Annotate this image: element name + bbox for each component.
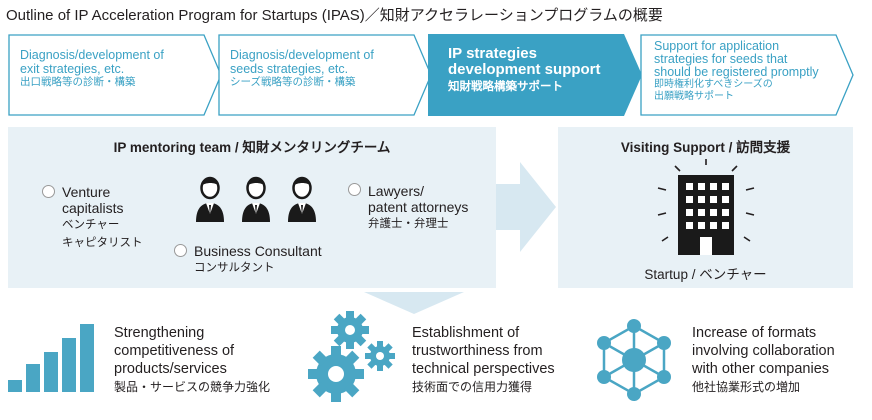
right-arrow-icon — [496, 162, 556, 252]
step-label: IP strategies — [448, 45, 537, 62]
outcome-label: with other companies — [692, 361, 830, 377]
lawyers-patent-attorneys: Lawyers/ patent attorneys 弁護士・弁理士 — [368, 183, 468, 233]
consultant-label: Business Consultant — [194, 243, 322, 259]
lawyers-label: Lawyers/ — [368, 183, 425, 199]
step-label-jp: 即時権利化すべきシーズの — [654, 79, 773, 90]
outcome-label: Increase of formats — [692, 325, 817, 341]
mentoring-team-title: IP mentoring team / 知財メンタリングチーム — [113, 140, 391, 155]
step-exit-strategies: Diagnosis/development of exit strategies… — [8, 34, 223, 116]
venture-capitalists: Venture capitalists ベンチャー キャピタリスト — [62, 184, 143, 252]
lawyers-label-jp: 弁護士・弁理士 — [368, 218, 449, 230]
step-label: strategies for seeds that — [654, 52, 788, 66]
outcome-label: trustworthiness from — [412, 343, 543, 359]
bullet-icon — [174, 244, 187, 257]
chevron-outline — [218, 34, 432, 116]
vc-label: capitalists — [62, 200, 124, 216]
outcome-label: Establishment of — [412, 325, 520, 341]
outcome-label: involving collaboration — [692, 343, 835, 359]
chevron-outline — [640, 34, 854, 116]
chevron-filled — [428, 34, 642, 116]
outcome-collaboration: Increase of formats involving collaborat… — [692, 324, 835, 396]
step-label-jp: 出口戦略等の診断・構築 — [20, 76, 136, 88]
step-label: Support for application — [654, 39, 780, 53]
business-consultant: Business Consultant コンサルタント — [194, 243, 322, 277]
outcome-label-jp: 技術面での信用力獲得 — [412, 380, 533, 394]
vc-label-jp: ベンチャー — [62, 219, 120, 231]
step-label-jp: 出願戦略サポート — [654, 91, 734, 102]
down-arrow-icon — [364, 292, 464, 314]
step-label: exit strategies, etc. — [20, 62, 125, 76]
team-people-icon — [196, 176, 318, 224]
outcome-trustworthiness: Establishment of trustworthiness from te… — [412, 324, 555, 396]
vc-label-jp: キャピタリスト — [62, 237, 143, 249]
consultant-label-jp: コンサルタント — [194, 262, 275, 274]
step-label-jp: シーズ戦略等の診断・構築 — [230, 76, 356, 88]
visiting-support-panel: Visiting Support / 訪問支援 Startup / ベンチャー — [558, 127, 853, 288]
outcome-label: products/services — [114, 361, 227, 377]
gears-icon — [308, 311, 395, 402]
bullet-icon — [348, 183, 361, 196]
step-label: Diagnosis/development of — [20, 48, 164, 62]
outcome-label-jp: 他社協業形式の増加 — [692, 380, 801, 394]
bar-growth-icon — [8, 324, 94, 392]
step-seeds-strategies: Diagnosis/development of seeds strategie… — [218, 34, 433, 116]
network-icon — [597, 319, 671, 401]
step-label-jp: 知財戦略構築サポート — [448, 81, 563, 93]
outcome-competitiveness: Strengthening competitiveness of product… — [114, 324, 270, 396]
step-application-strategies: Support for application strategies for s… — [640, 34, 855, 116]
outcome-label-jp: 製品・サービスの競争力強化 — [114, 380, 271, 394]
mentoring-team-panel: IP mentoring team / 知財メンタリングチーム Venture … — [8, 127, 496, 288]
lawyers-label: patent attorneys — [368, 199, 469, 215]
outcome-label: technical perspectives — [412, 361, 555, 377]
startup-label: Startup / ベンチャー — [644, 267, 767, 282]
step-label: Diagnosis/development of — [230, 48, 374, 62]
visiting-support-title: Visiting Support / 訪問支援 — [620, 140, 791, 155]
step-label: seeds strategies, etc. — [230, 62, 349, 76]
building-icon — [657, 159, 755, 255]
step-label: development support — [448, 61, 601, 78]
step-ip-strategies: IP strategies development support 知財戦略構築… — [428, 34, 643, 116]
outcome-label: Strengthening — [114, 325, 205, 341]
page-title: Outline of IP Acceleration Program for S… — [6, 7, 663, 24]
vc-label: Venture — [62, 184, 111, 200]
chevron-outline — [8, 34, 222, 116]
step-label: should be registered promptly — [654, 65, 819, 79]
bullet-icon — [42, 185, 55, 198]
outcome-label: competitiveness of — [114, 343, 235, 359]
